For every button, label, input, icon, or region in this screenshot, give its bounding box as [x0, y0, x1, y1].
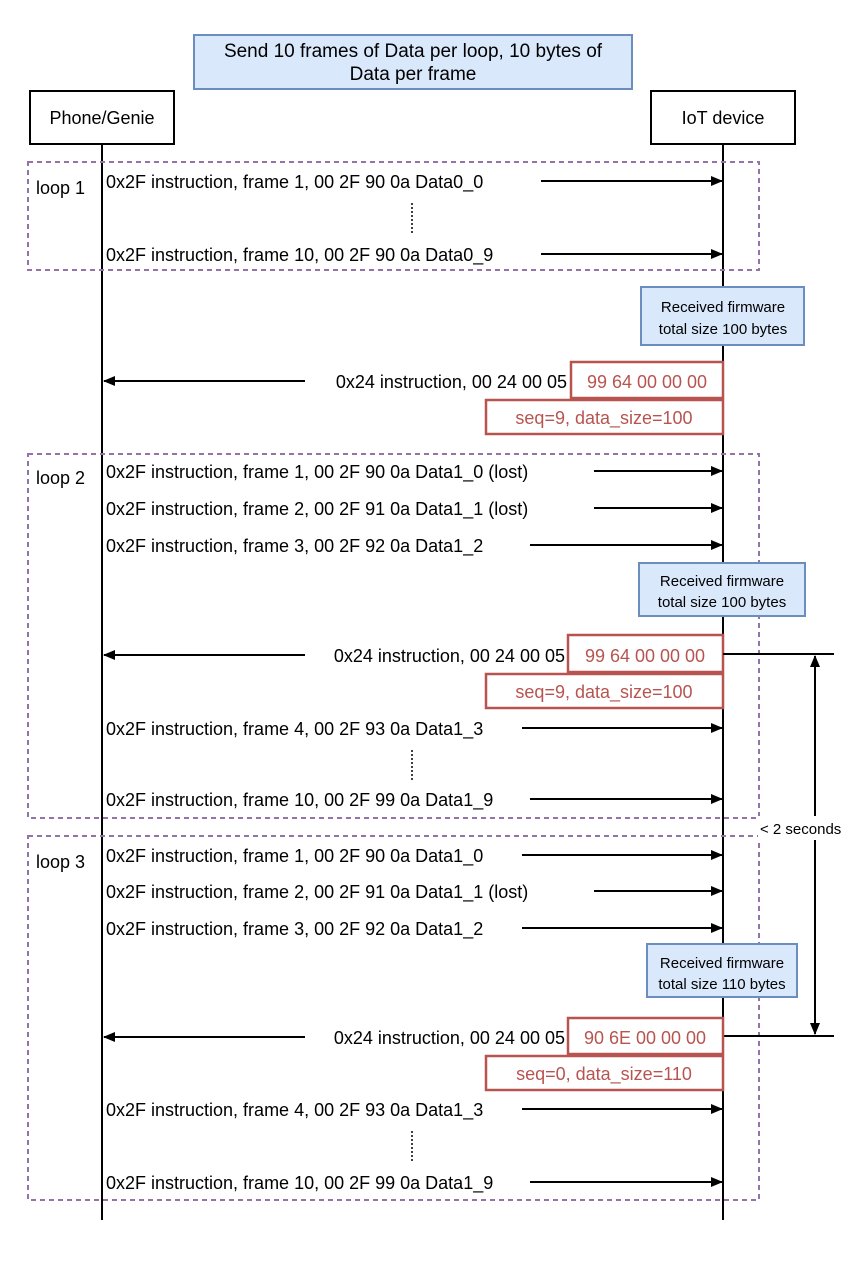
response-3: 0x24 instruction, 00 24 00 05 90 6E 00 0… [103, 1016, 725, 1092]
svg-text:total size 110 bytes: total size 110 bytes [658, 976, 785, 993]
loop-label-3: loop 3 [36, 852, 85, 872]
svg-text:total size 100 bytes: total size 100 bytes [659, 321, 787, 338]
note-received-3: Received firmware total size 110 bytes [646, 943, 798, 998]
svg-text:0x24 instruction, 00 24 00 05: 0x24 instruction, 00 24 00 05 [334, 646, 565, 666]
message-l3-frame2: 0x2F instruction, frame 2, 00 2F 91 0a D… [106, 882, 723, 903]
title-line-1: Send 10 frames of Data per loop, 10 byte… [224, 41, 603, 62]
message-l3-frame3: 0x2F instruction, frame 3, 00 2F 92 0a D… [106, 919, 723, 940]
svg-text:Received firmware: Received firmware [661, 299, 785, 316]
message-l2-frame1: 0x2F instruction, frame 1, 00 2F 90 0a D… [106, 462, 723, 483]
title-note: Send 10 frames of Data per loop, 10 byte… [193, 34, 633, 90]
interval-indicator: < 2 seconds [723, 653, 846, 1037]
svg-text:0x24 instruction, 00 24 00 05: 0x24 instruction, 00 24 00 05 [334, 1028, 565, 1048]
svg-text:seq=9, data_size=100: seq=9, data_size=100 [515, 682, 692, 703]
message-l3-frame10: 0x2F instruction, frame 10, 00 2F 99 0a … [106, 1173, 723, 1194]
svg-text:0x2F instruction, frame 1, 00: 0x2F instruction, frame 1, 00 2F 90 0a D… [106, 846, 483, 867]
svg-text:90 6E 00 00 00: 90 6E 00 00 00 [584, 1028, 706, 1048]
svg-text:total size 100 bytes: total size 100 bytes [658, 594, 786, 611]
svg-text:Received firmware: Received firmware [660, 573, 784, 590]
message-l2-frame10: 0x2F instruction, frame 10, 00 2F 99 0a … [106, 790, 723, 811]
participant-iot-label: IoT device [682, 108, 765, 128]
svg-text:0x2F instruction, frame 4, 00: 0x2F instruction, frame 4, 00 2F 93 0a D… [106, 1100, 483, 1121]
svg-text:0x2F instruction, frame 4, 00: 0x2F instruction, frame 4, 00 2F 93 0a D… [106, 719, 483, 740]
loop-frame-2 [27, 453, 760, 819]
note-received-1: Received firmware total size 100 bytes [640, 286, 805, 346]
svg-text:0x2F instruction, frame 3, 00: 0x2F instruction, frame 3, 00 2F 92 0a D… [106, 536, 483, 557]
loop-frame-1 [27, 161, 760, 271]
participant-phone-label: Phone/Genie [49, 108, 154, 128]
title-line-2: Data per frame [350, 64, 477, 85]
response-2: 0x24 instruction, 00 24 00 05 99 64 00 0… [103, 633, 725, 710]
svg-text:99 64 00 00 00: 99 64 00 00 00 [585, 646, 705, 666]
interval-label: < 2 seconds [760, 821, 841, 838]
note-received-2: Received firmware total size 100 bytes [638, 562, 806, 617]
loop-frame-3 [27, 835, 760, 1201]
svg-text:0x2F instruction, frame 3, 00: 0x2F instruction, frame 3, 00 2F 92 0a D… [106, 919, 483, 940]
participant-phone: Phone/Genie [29, 90, 175, 145]
message-l3-frame4: 0x2F instruction, frame 4, 00 2F 93 0a D… [106, 1100, 723, 1121]
svg-text:0x2F instruction, frame 1, 00: 0x2F instruction, frame 1, 00 2F 90 0a D… [106, 172, 483, 193]
svg-text:Received firmware: Received firmware [660, 955, 784, 972]
loop-label-1: loop 1 [36, 178, 85, 198]
svg-text:0x2F instruction, frame 10, 00: 0x2F instruction, frame 10, 00 2F 99 0a … [106, 1173, 493, 1194]
message-l2-frame2: 0x2F instruction, frame 2, 00 2F 91 0a D… [106, 499, 723, 520]
message-l2-frame3: 0x2F instruction, frame 3, 00 2F 92 0a D… [106, 536, 723, 557]
message-l2-frame4: 0x2F instruction, frame 4, 00 2F 93 0a D… [106, 719, 723, 740]
response-1: 0x24 instruction, 00 24 00 05 99 64 00 0… [103, 360, 725, 436]
participant-iot: IoT device [650, 90, 796, 145]
svg-text:0x2F instruction, frame 2, 00: 0x2F instruction, frame 2, 00 2F 91 0a D… [106, 882, 528, 903]
svg-text:0x24 instruction, 00 24 00 05: 0x24 instruction, 00 24 00 05 [336, 372, 567, 392]
loop-label-2: loop 2 [36, 468, 85, 488]
svg-text:seq=0, data_size=110: seq=0, data_size=110 [516, 1064, 692, 1085]
svg-text:seq=9, data_size=100: seq=9, data_size=100 [515, 408, 692, 429]
svg-text:0x2F instruction, frame 2, 00: 0x2F instruction, frame 2, 00 2F 91 0a D… [106, 499, 528, 520]
message-l1-frame1: 0x2F instruction, frame 1, 00 2F 90 0a D… [106, 172, 723, 193]
svg-text:0x2F instruction, frame 10, 00: 0x2F instruction, frame 10, 00 2F 99 0a … [106, 790, 493, 811]
svg-text:99 64 00 00 00: 99 64 00 00 00 [587, 372, 707, 392]
message-l3-frame1: 0x2F instruction, frame 1, 00 2F 90 0a D… [106, 846, 723, 867]
message-l1-frame10: 0x2F instruction, frame 10, 00 2F 90 0a … [106, 245, 723, 266]
svg-text:0x2F instruction, frame 1, 00: 0x2F instruction, frame 1, 00 2F 90 0a D… [106, 462, 528, 483]
svg-text:0x2F instruction, frame 10, 00: 0x2F instruction, frame 10, 00 2F 90 0a … [106, 245, 493, 266]
